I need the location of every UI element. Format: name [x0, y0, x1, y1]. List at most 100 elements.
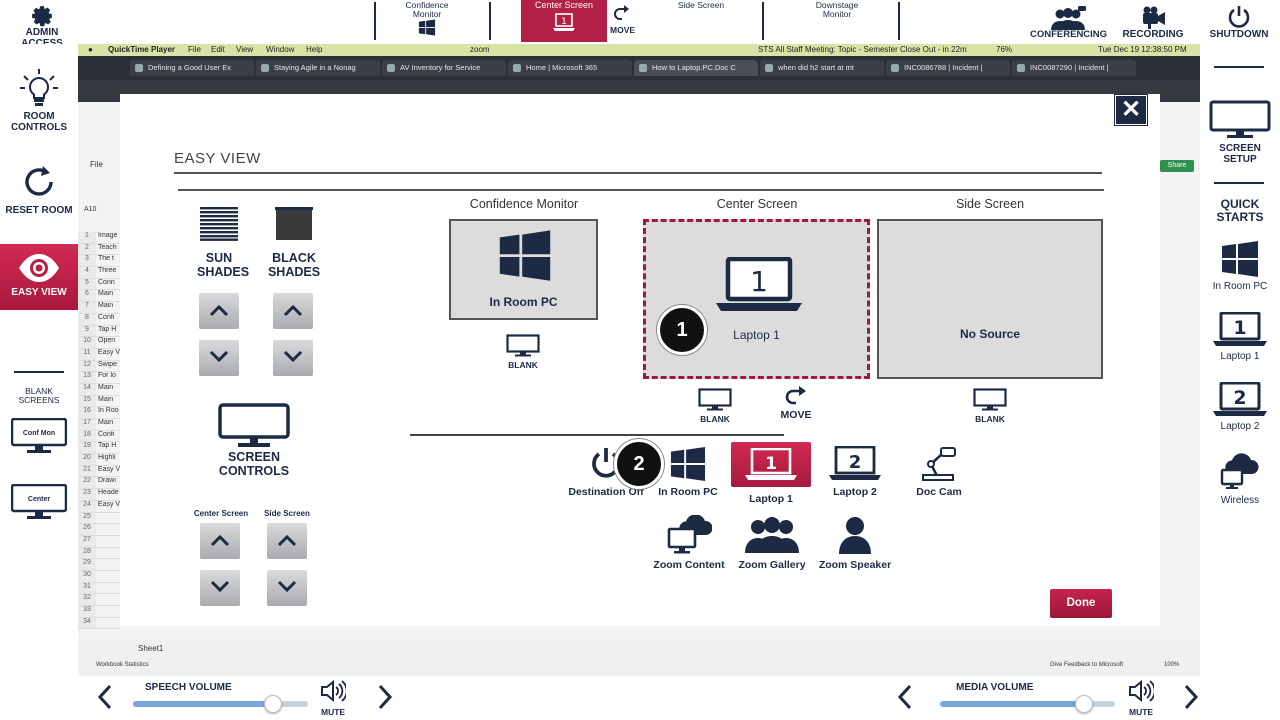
source-zoom-speaker-button[interactable]: Zoom Speaker — [818, 515, 892, 571]
menu-file[interactable]: File — [188, 45, 201, 54]
cell-text[interactable]: Main — [98, 302, 114, 310]
source-zoom-content-button[interactable]: Zoom Content — [650, 515, 728, 571]
speech-mute-label[interactable]: MUTE — [321, 707, 346, 717]
side-screen-up-button[interactable] — [267, 523, 307, 559]
screen-setup-button[interactable]: SCREEN SETUP — [1200, 100, 1280, 165]
feedback-link[interactable]: Give Feedback to Microsoft — [1050, 662, 1124, 668]
browser-tab[interactable]: Defining a Good User Ex — [130, 60, 254, 76]
speaker-icon[interactable] — [1128, 680, 1154, 702]
side-screen-down-button[interactable] — [267, 570, 307, 606]
cell-text[interactable] — [96, 606, 98, 617]
browser-tab[interactable]: AV Inventory for Service — [382, 60, 506, 76]
menu-view[interactable]: View — [236, 45, 254, 54]
cell-text[interactable]: Main — [98, 290, 114, 298]
confidence-monitor-blank-button[interactable]: BLANK — [498, 334, 548, 370]
cell-text[interactable]: Main — [98, 383, 114, 391]
source-laptop-2-button[interactable]: 2 Laptop 2 — [818, 446, 892, 498]
close-modal-button[interactable]: ✕ — [1115, 95, 1147, 125]
chevron-left-icon[interactable] — [96, 684, 114, 710]
source-zoom-gallery-button[interactable]: Zoom Gallery — [735, 515, 809, 571]
media-volume-knob[interactable] — [1074, 695, 1093, 713]
cell-text[interactable] — [96, 524, 98, 535]
speech-volume-knob[interactable] — [264, 695, 282, 713]
confidence-monitor-tab[interactable]: Confidence Monitor — [392, 1, 462, 37]
chevron-left-icon[interactable] — [896, 684, 914, 710]
quick-start-laptop-1[interactable]: 1 Laptop 1 — [1200, 312, 1280, 362]
chevron-right-icon[interactable] — [1182, 684, 1200, 710]
cell-text[interactable]: Highli — [98, 454, 116, 462]
source-laptop-1-button[interactable]: 1 Laptop 1 — [731, 442, 811, 505]
speaker-icon[interactable] — [320, 680, 346, 702]
cell-text[interactable]: Tap H — [98, 442, 117, 450]
cell-text[interactable]: Main — [98, 395, 114, 403]
browser-tab-active[interactable]: How to Laptop.PC.Doc C — [634, 60, 758, 76]
easy-view-button[interactable]: EASY VIEW — [0, 244, 78, 310]
speech-volume-slider[interactable] — [133, 695, 308, 713]
cell-text[interactable]: For lo — [98, 372, 116, 380]
menu-window[interactable]: Window — [266, 45, 295, 54]
media-mute-label[interactable]: MUTE — [1129, 707, 1154, 717]
recording-button[interactable]: RECORDING — [1118, 6, 1188, 41]
cell-text[interactable]: Open — [98, 337, 116, 345]
room-controls-button[interactable]: ROOM CONTROLS — [0, 68, 78, 133]
zoom-menu-icon[interactable]: zoom — [470, 45, 490, 54]
side-screen-screen[interactable]: No Source — [877, 219, 1103, 379]
admin-access-button[interactable]: ADMIN ACCESS — [4, 4, 80, 49]
blank-center-button[interactable]: Center — [0, 484, 78, 523]
cell-text[interactable]: Easy V — [97, 500, 120, 508]
shutdown-button[interactable]: SHUTDOWN — [1204, 4, 1274, 41]
media-volume-slider[interactable] — [940, 695, 1115, 713]
cell-text[interactable]: Tap H — [98, 325, 117, 333]
side-screen-tab[interactable]: Side Screen — [665, 1, 737, 10]
cell-text[interactable]: Swipe — [98, 360, 118, 368]
move-button[interactable]: MOVE — [610, 5, 644, 35]
quick-start-laptop-2[interactable]: 2 Laptop 2 — [1200, 382, 1280, 432]
sun-shades-down-button[interactable] — [199, 340, 239, 376]
cell-text[interactable] — [96, 618, 98, 629]
cell-text[interactable] — [96, 583, 98, 594]
menu-edit[interactable]: Edit — [211, 45, 225, 54]
browser-tab[interactable]: Home | Microsoft 365 — [508, 60, 632, 76]
done-button[interactable]: Done — [1050, 589, 1112, 618]
cell-text[interactable]: Conn — [98, 278, 115, 286]
confidence-monitor-screen[interactable]: In Room PC — [449, 219, 598, 320]
center-screen-up-button[interactable] — [200, 523, 240, 559]
cell-text[interactable]: Image — [98, 232, 118, 239]
cell-text[interactable]: Confi — [98, 430, 115, 438]
cell-text[interactable] — [96, 536, 98, 547]
center-screen-blank-button[interactable]: BLANK — [690, 388, 740, 424]
browser-tab[interactable]: INC0086788 | Incident | — [886, 60, 1010, 76]
center-screen-move-button[interactable]: MOVE — [772, 385, 820, 421]
quick-start-in-room-pc[interactable]: In Room PC — [1200, 240, 1280, 292]
source-in-room-pc-button[interactable]: In Room PC — [652, 446, 724, 498]
downstage-monitor-tab[interactable]: Downstage Monitor — [800, 1, 874, 19]
cell-text[interactable] — [96, 548, 98, 559]
conferencing-button[interactable]: CONFERENCING — [1030, 6, 1107, 40]
center-screen-screen[interactable]: 1 Laptop 1 — [643, 219, 870, 379]
browser-tab[interactable]: Staying Agile in a Nonag — [256, 60, 380, 76]
quick-start-wireless[interactable]: Wireless — [1200, 452, 1280, 506]
center-screen-down-button[interactable] — [200, 570, 240, 606]
cell-text[interactable]: The t — [98, 255, 114, 263]
cell-text[interactable]: Confi — [98, 313, 115, 321]
cell-text[interactable]: Heade — [98, 489, 119, 497]
source-doc-cam-button[interactable]: Doc Cam — [904, 446, 974, 498]
cell-text[interactable]: Drawi — [98, 477, 116, 485]
sun-shades-up-button[interactable] — [199, 293, 239, 329]
browser-tab[interactable]: INC0087290 | Incident | — [1012, 60, 1136, 76]
cell-text[interactable]: In Roo — [98, 407, 119, 415]
side-screen-blank-button[interactable]: BLANK — [965, 388, 1015, 424]
black-shades-down-button[interactable] — [273, 340, 313, 376]
cell-text[interactable] — [96, 559, 98, 570]
blank-conf-mon-button[interactable]: Conf Mon — [0, 418, 78, 457]
center-screen-tab[interactable]: Center Screen 1 — [521, 0, 607, 42]
chevron-right-icon[interactable] — [376, 684, 394, 710]
cell-text[interactable] — [96, 594, 98, 605]
cell-text[interactable] — [96, 513, 98, 524]
cell-text[interactable]: Main — [98, 419, 114, 426]
cell-text[interactable]: Three — [98, 267, 117, 275]
menu-help[interactable]: Help — [306, 45, 323, 54]
cell-text[interactable]: Teach — [98, 243, 117, 251]
share-button[interactable]: Share — [1160, 160, 1194, 172]
excel-file-menu[interactable]: File — [90, 160, 103, 169]
